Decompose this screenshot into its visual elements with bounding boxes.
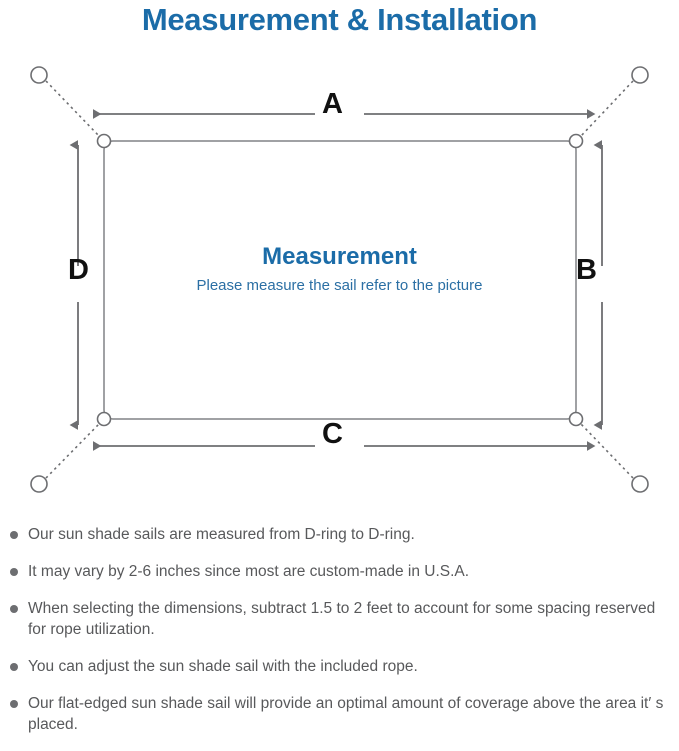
d-ring-bottom-left-icon [96, 411, 112, 427]
notes-list: Our sun shade sails are measured from D-… [0, 524, 679, 751]
anchor-bottom-right-icon [631, 475, 649, 493]
measurement-diagram: A B C D Measurement Please measure the s… [0, 44, 679, 514]
sail-shape [103, 140, 577, 420]
note-text: You can adjust the sun shade sail with t… [28, 658, 418, 675]
bullet-icon [10, 568, 18, 576]
rope-bottom-right [580, 423, 634, 479]
rope-bottom-left [45, 423, 100, 479]
dimension-label-a: A [322, 88, 343, 120]
note-text: When selecting the dimensions, subtract … [28, 600, 656, 638]
bullet-icon [10, 531, 18, 539]
rope-top-left [45, 80, 100, 137]
list-item: It may vary by 2-6 inches since most are… [0, 561, 679, 582]
anchor-top-left-icon [30, 66, 48, 84]
list-item: Our flat-edged sun shade sail will provi… [0, 693, 679, 735]
note-text: Our flat-edged sun shade sail will provi… [28, 695, 664, 733]
dimension-label-c: C [322, 418, 343, 450]
diagram-center-heading: Measurement [262, 243, 417, 270]
diagram-svg [30, 66, 649, 493]
note-text: It may vary by 2-6 inches since most are… [28, 563, 470, 580]
list-item: Our sun shade sails are measured from D-… [0, 524, 679, 545]
bullet-icon [10, 663, 18, 671]
anchor-bottom-left-icon [30, 475, 48, 493]
anchor-top-right-icon [631, 66, 649, 84]
rope-top-right [580, 80, 634, 137]
bullet-icon [10, 700, 18, 708]
d-ring-bottom-right-icon [568, 411, 584, 427]
dimension-label-d: D [68, 254, 89, 286]
diagram-center-subtext: Please measure the sail refer to the pic… [196, 277, 483, 294]
dimension-label-b: B [576, 254, 597, 286]
bullet-icon [10, 605, 18, 613]
page-title: Measurement & Installation [141, 2, 538, 37]
d-ring-top-right-icon [568, 133, 584, 149]
note-text: Our sun shade sails are measured from D-… [28, 526, 415, 543]
list-item: You can adjust the sun shade sail with t… [0, 656, 679, 677]
list-item: When selecting the dimensions, subtract … [0, 598, 679, 640]
d-ring-top-left-icon [96, 133, 112, 149]
